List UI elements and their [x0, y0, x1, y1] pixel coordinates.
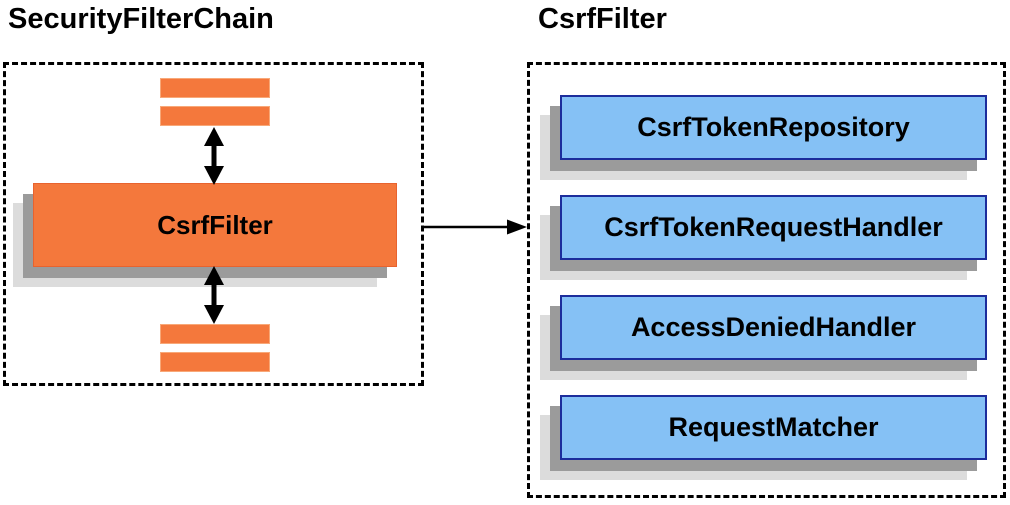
filter-bar-bottom-1	[160, 324, 270, 344]
request-matcher-label: RequestMatcher	[668, 412, 879, 442]
access-denied-handler-label: AccessDeniedHandler	[630, 312, 917, 342]
access-denied-handler-box: AccessDeniedHandler	[560, 295, 987, 360]
security-filter-chain-container	[3, 62, 424, 386]
csrf-token-repository-box: CsrfTokenRepository	[560, 95, 987, 160]
csrf-token-request-handler-label: CsrfTokenRequestHandler	[604, 212, 943, 242]
filter-bar-top-1	[160, 78, 270, 98]
filter-bar-bottom-2	[160, 352, 270, 372]
csrf-filter-box-label: CsrfFilter	[157, 209, 273, 240]
csrf-filter-title: CsrfFilter	[538, 3, 667, 35]
csrf-filter-box: CsrfFilter	[33, 183, 397, 267]
csrf-token-request-handler-box: CsrfTokenRequestHandler	[560, 195, 987, 260]
request-matcher-box: RequestMatcher	[560, 395, 987, 460]
right-arrow-connector	[423, 219, 527, 235]
csrf-filter-container	[527, 62, 1006, 498]
security-filter-chain-title: SecurityFilterChain	[8, 3, 274, 35]
csrf-token-repository-label: CsrfTokenRepository	[637, 112, 910, 142]
filter-bar-top-2	[160, 106, 270, 126]
